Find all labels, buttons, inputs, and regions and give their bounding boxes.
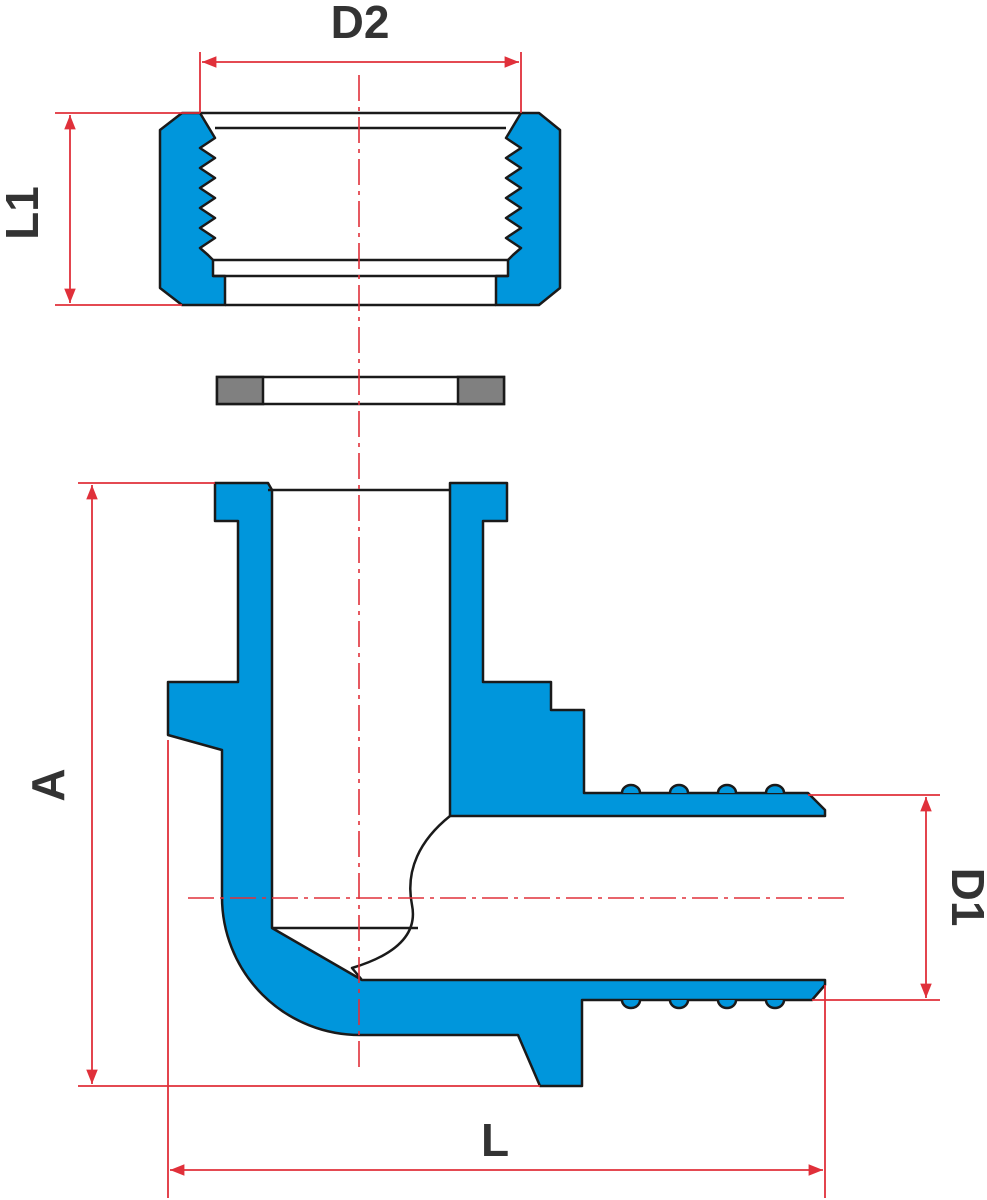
label-d1: D1 xyxy=(942,868,987,927)
dimension-lines xyxy=(55,52,940,1198)
center-lines xyxy=(188,75,848,1068)
nut-right-wall xyxy=(494,111,562,307)
barb-ridges xyxy=(620,783,786,1010)
label-l: L xyxy=(481,1114,509,1166)
label-d2: D2 xyxy=(331,0,390,48)
union-nut xyxy=(158,111,562,307)
label-a: A xyxy=(22,768,74,801)
nut-inner-outline xyxy=(200,111,521,307)
elbow-body xyxy=(166,481,827,1088)
elbow-inner-wall xyxy=(448,481,827,818)
label-l1: L1 xyxy=(0,186,48,240)
gasket xyxy=(215,375,506,406)
nut-left-wall xyxy=(158,111,227,307)
break-line xyxy=(350,815,451,981)
